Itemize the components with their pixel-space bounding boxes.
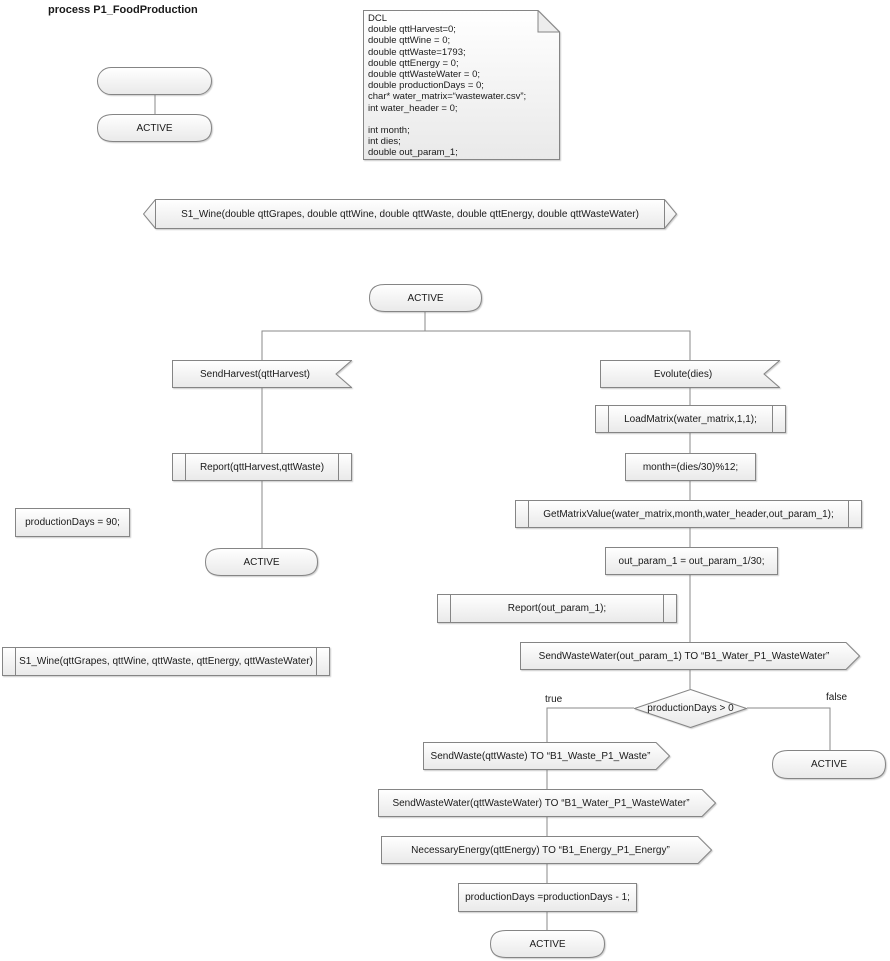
state-active-false-label: ACTIVE — [810, 759, 848, 770]
dcl-note-line: double qttEnergy = 0; — [368, 57, 459, 69]
procedure-report-harvest-label: Report(qttHarvest,qttWaste) — [199, 461, 325, 473]
state-active-top-label: ACTIVE — [136, 122, 173, 134]
output-send-wastewater[interactable]: SendWasteWater(qttWasteWater) TO “B1_Wat… — [378, 789, 716, 817]
task-month-calc-label: month=(dies/30)%12; — [642, 461, 739, 473]
procedure-get-matrix-value-label: GetMatrixValue(water_matrix,month,water_… — [543, 508, 834, 520]
dcl-note-line: double qttWaste=1793; — [368, 46, 466, 58]
dcl-note-line: double qttWasteWater = 0; — [368, 69, 481, 81]
dcl-note-line: double qttWine = 0; — [368, 35, 451, 47]
start-symbol[interactable] — [97, 67, 212, 95]
input-send-harvest-label: SendHarvest(qttHarvest) — [199, 368, 311, 380]
dcl-note-line: double out_param_1; — [368, 147, 458, 159]
output-send-wastewater-label: SendWasteWater(qttWasteWater) TO “B1_Wat… — [392, 797, 690, 809]
branch-label-false: false — [826, 692, 848, 703]
state-active-main-label: ACTIVE — [407, 292, 444, 304]
output-send-waste-label: SendWaste(qttWaste) TO “B1_Waste_P1_Wast… — [430, 750, 651, 762]
state-active-harvest-branch-label: ACTIVE — [243, 556, 280, 568]
task-production-days-init[interactable]: productionDays = 90; — [15, 508, 130, 537]
procedure-report-out-param[interactable]: Report(out_param_1); — [437, 594, 677, 623]
decision-production-days-label: productionDays > 0 — [647, 703, 734, 714]
dcl-note-line — [368, 114, 557, 125]
task-production-days-decrement[interactable]: productionDays =productionDays - 1; — [458, 883, 637, 912]
connector-line — [546, 707, 634, 742]
procedure-report-harvest[interactable]: Report(qttHarvest,qttWaste) — [172, 453, 352, 481]
task-production-days-decrement-label: productionDays =productionDays - 1; — [465, 892, 630, 903]
input-send-harvest[interactable]: SendHarvest(qttHarvest) — [172, 360, 352, 388]
procedure-load-matrix-label: LoadMatrix(water_matrix,1,1); — [624, 413, 757, 425]
state-active-main[interactable]: ACTIVE — [369, 284, 482, 312]
state-active-loop[interactable]: ACTIVE — [490, 930, 605, 958]
signal-s1-wine-declaration-label: S1_Wine(double qttGrapes, double qttWine… — [181, 208, 639, 220]
dcl-note-line: double productionDays = 0; — [368, 80, 484, 92]
connector-line — [747, 707, 831, 750]
state-active-top[interactable]: ACTIVE — [97, 114, 212, 142]
task-production-days-init-label: productionDays = 90; — [25, 517, 120, 528]
output-send-wastewater-outparam[interactable]: SendWasteWater(out_param_1) TO “B1_Water… — [520, 642, 860, 670]
input-evolute-label: Evolute(dies) — [653, 368, 713, 380]
dcl-note-line: double qttHarvest=0; — [368, 24, 456, 36]
procedure-report-out-param-label: Report(out_param_1); — [507, 603, 607, 614]
procedure-s1-wine-call-label: S1_Wine(qttGrapes, qttWine, qttWaste, qt… — [19, 656, 313, 667]
procedure-load-matrix[interactable]: LoadMatrix(water_matrix,1,1); — [595, 405, 786, 433]
dcl-note-line: int water_header = 0; — [368, 102, 458, 114]
dcl-note-line: DCL — [368, 13, 388, 24]
task-out-param-calc[interactable]: out_param_1 = out_param_1/30; — [605, 547, 778, 575]
process-title: process P1_FoodProduction — [48, 4, 198, 16]
output-send-waste[interactable]: SendWaste(qttWaste) TO “B1_Waste_P1_Wast… — [423, 742, 670, 770]
input-evolute[interactable]: Evolute(dies) — [600, 360, 780, 388]
task-out-param-calc-label: out_param_1 = out_param_1/30; — [618, 555, 765, 567]
state-active-loop-label: ACTIVE — [529, 938, 566, 950]
dcl-note-line: int dies; — [368, 136, 401, 148]
signal-s1-wine-declaration[interactable]: S1_Wine(double qttGrapes, double qttWine… — [143, 199, 677, 229]
connector-line — [261, 330, 691, 360]
task-month-calc[interactable]: month=(dies/30)%12; — [625, 453, 756, 481]
state-active-false[interactable]: ACTIVE — [772, 750, 886, 779]
output-necessary-energy-label: NecessaryEnergy(qttEnergy) TO “B1_Energy… — [411, 844, 670, 856]
dcl-note-line: int month; — [368, 125, 410, 137]
dcl-note-line: char* water_matrix=“wastewater.csv”; — [368, 91, 527, 103]
decision-production-days[interactable]: productionDays > 0 — [634, 689, 747, 728]
procedure-get-matrix-value[interactable]: GetMatrixValue(water_matrix,month,water_… — [515, 500, 862, 528]
procedure-s1-wine-call[interactable]: S1_Wine(qttGrapes, qttWine, qttWaste, qt… — [2, 647, 330, 676]
state-active-harvest-branch[interactable]: ACTIVE — [205, 548, 318, 576]
output-send-wastewater-outparam-label: SendWasteWater(out_param_1) TO “B1_Water… — [538, 650, 830, 662]
branch-label-true: true — [545, 694, 563, 705]
output-necessary-energy[interactable]: NecessaryEnergy(qttEnergy) TO “B1_Energy… — [381, 836, 712, 864]
